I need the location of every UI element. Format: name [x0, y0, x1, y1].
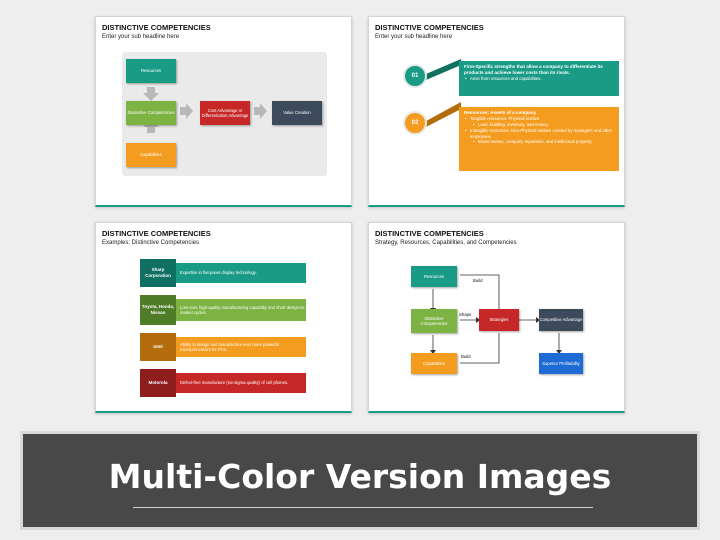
- item-2-bullet-2a: Brand names, company reputation, and int…: [464, 139, 614, 145]
- example-row-2-bar: Low-cost, high-quality manufacturing cap…: [174, 299, 306, 321]
- distinctive-competencies-label: Distinctive Competencies: [127, 110, 175, 116]
- example-row-3-tab: Intel: [140, 333, 176, 361]
- connector-lines: [426, 59, 461, 127]
- example-row-2-desc: Low-cost, high-quality manufacturing cap…: [180, 304, 306, 315]
- item-2-banner: Resources: Assets of a company Tangible …: [459, 107, 619, 171]
- diagram-arrows: [143, 87, 267, 133]
- slide-thumbnail-4[interactable]: DISTINCTIVE COMPETENCIES Strategy, Resou…: [368, 222, 625, 413]
- example-row-3-company: Intel: [153, 344, 163, 350]
- resources-label: Resources: [140, 68, 161, 74]
- slide-thumbnail-1[interactable]: DISTINCTIVE COMPETENCIES Enter your sub …: [95, 16, 352, 207]
- item-2-number: 02: [411, 120, 419, 126]
- example-row-1-desc: Expertise in flat-panel display technolo…: [180, 270, 257, 276]
- advantage-label: Cost Advantage or Differentiation Advant…: [201, 107, 249, 118]
- distinctive-competencies-box: Distinctive Competencies: [126, 101, 176, 125]
- item-1-circle: 01: [403, 64, 427, 88]
- example-row-2-company: Toyota, Honda, Nissan: [141, 304, 175, 315]
- advantage-box: Cost Advantage or Differentiation Advant…: [200, 101, 250, 125]
- strategies-label: Strategies: [489, 317, 509, 323]
- distinctive-competencies-label: Distinctive Competencies: [420, 315, 448, 326]
- item-2-bullet-1: Tangible resources: Physical entities: [464, 116, 614, 122]
- competitive-advantage-node: Competitive Advantage: [539, 309, 583, 331]
- strategies-node: Strategies: [479, 309, 519, 331]
- slide-subtitle: Examples: Distinctive Competencies: [102, 240, 200, 246]
- banner-title: Multi-Color Version Images: [108, 457, 612, 496]
- item-2-bullet-1a: Land, building, inventory, and money.: [464, 122, 614, 128]
- build-label-bottom: Build: [461, 354, 471, 359]
- competitive-advantage-label: Competitive Advantage: [539, 317, 583, 323]
- item-1-bullet: Arise from resources and capabilities.: [464, 76, 614, 82]
- slide-title: DISTINCTIVE COMPETENCIES: [102, 23, 211, 32]
- resources-box: Resources: [126, 59, 176, 83]
- example-row-4-company: Motorola: [148, 380, 168, 386]
- slide-title: DISTINCTIVE COMPETENCIES: [375, 229, 484, 238]
- slide-title: DISTINCTIVE COMPETENCIES: [375, 23, 484, 32]
- example-row-4-bar: Defect-free manufacture (six-sigma quali…: [174, 373, 306, 393]
- slide-subtitle: Enter your sub headline here: [375, 34, 453, 40]
- flow-connectors: [430, 274, 562, 364]
- example-row-1-bar: Expertise in flat-panel display technolo…: [174, 263, 306, 283]
- example-row-3-bar: Ability to design and manufacture ever m…: [174, 337, 306, 357]
- capabilities-node: Capabilities: [411, 353, 457, 374]
- banner-divider: [133, 507, 593, 508]
- slide-thumbnail-2[interactable]: DISTINCTIVE COMPETENCIES Enter your sub …: [368, 16, 625, 207]
- slide-title: DISTINCTIVE COMPETENCIES: [102, 229, 211, 238]
- build-label-top: Build: [473, 278, 483, 283]
- capabilities-label: Capabilities: [423, 360, 445, 366]
- example-row-4-tab: Motorola: [140, 369, 176, 397]
- slide-thumbnail-3[interactable]: DISTINCTIVE COMPETENCIES Examples: Disti…: [95, 222, 352, 413]
- resources-label: Resources: [423, 273, 444, 279]
- item-1-banner: Firm-Specific strengths that allow a com…: [459, 61, 619, 96]
- resources-node: Resources: [411, 266, 457, 287]
- slide-subtitle: Strategy, Resources, Capabilities, and C…: [375, 240, 517, 246]
- value-creation-label: Value Creation: [283, 110, 311, 116]
- item-2-circle: 02: [403, 111, 427, 135]
- item-2-bullet-2: Intangible resources: Non-Physical entit…: [464, 128, 614, 140]
- slide-subtitle: Enter your sub headline here: [102, 34, 180, 40]
- item-2-heading: Resources: Assets of a company: [464, 110, 537, 115]
- value-creation-box: Value Creation: [272, 101, 322, 125]
- item-1-heading: Firm-Specific strengths that allow a com…: [464, 64, 603, 76]
- capabilities-label: Capabilities: [140, 152, 162, 158]
- superior-profitability-label: Superior Profitability: [542, 360, 580, 366]
- bottom-banner: Multi-Color Version Images: [20, 431, 700, 530]
- example-row-1-company: Sharp Corporation: [145, 267, 171, 278]
- superior-profitability-node: Superior Profitability: [539, 353, 583, 374]
- item-1-number: 01: [411, 73, 419, 79]
- distinctive-competencies-node: Distinctive Competencies: [411, 309, 457, 333]
- example-row-4-desc: Defect-free manufacture (six-sigma quali…: [180, 380, 289, 386]
- example-row-3-desc: Ability to design and manufacture ever m…: [180, 341, 279, 352]
- example-row-1-tab: Sharp Corporation: [140, 259, 176, 287]
- example-row-2-tab: Toyota, Honda, Nissan: [140, 295, 176, 325]
- capabilities-box: Capabilities: [126, 143, 176, 167]
- shape-label: Shape: [459, 312, 472, 317]
